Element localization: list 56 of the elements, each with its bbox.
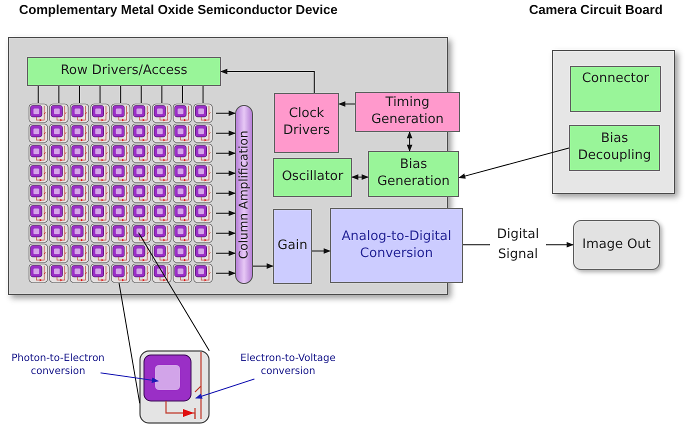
- connector-line: [58, 86, 60, 104]
- process-box: [355, 92, 460, 132]
- process-box: [273, 209, 312, 284]
- zoom-line: [118, 282, 140, 404]
- arrow: [312, 248, 331, 254]
- process-box: [569, 125, 660, 171]
- arrow: [216, 130, 236, 136]
- box-label: Gain: [278, 238, 308, 255]
- arrow: [458, 148, 570, 179]
- connector-line: [78, 86, 80, 104]
- arrow: [338, 101, 356, 107]
- arrow: [216, 170, 236, 176]
- box-label: Bias Generation: [376, 157, 451, 191]
- connector-line: [120, 86, 122, 104]
- connector-line: [100, 86, 101, 104]
- box-label: Row Drivers/Access: [60, 63, 188, 80]
- process-box: [27, 57, 221, 86]
- arrow: [216, 250, 236, 256]
- box-label: Oscillator: [282, 169, 344, 186]
- process-box: [273, 158, 352, 197]
- box-label: Clock Drivers: [282, 106, 331, 140]
- arrow: [216, 230, 236, 236]
- panel-heading: Complementary Metal Oxide Semiconductor Device: [19, 2, 338, 17]
- pixel-detail-drawing: [139, 350, 210, 424]
- connector-line: [140, 86, 142, 104]
- arrow: [216, 270, 236, 276]
- box-label: Column Amplification: [236, 130, 252, 259]
- arrow: [406, 131, 412, 152]
- arrow: [220, 68, 315, 94]
- connector-line: [202, 86, 204, 104]
- process-box: [570, 66, 661, 112]
- process-box: [274, 93, 339, 153]
- box-label: Connector: [582, 71, 650, 88]
- connector-line: [182, 86, 183, 104]
- leader-line: [100, 372, 159, 383]
- leader-line: [195, 378, 255, 399]
- arrow: [252, 263, 274, 269]
- connector-line: [161, 86, 162, 104]
- box-label: Analog-to-Digital Conversion: [340, 228, 452, 262]
- output-box: [573, 220, 660, 270]
- box-label: Image Out: [582, 236, 651, 254]
- process-box: [368, 151, 459, 197]
- arrow: [216, 150, 236, 156]
- connector-line: [38, 86, 39, 104]
- box-label: Electron-to-Voltage conversion: [239, 352, 337, 378]
- zoom-line: [138, 232, 210, 352]
- arrow: [216, 210, 236, 216]
- arrow: [351, 174, 369, 180]
- box-label: Timing Generation: [370, 95, 445, 129]
- arrow: [216, 110, 236, 116]
- amplifier-bar: [235, 105, 253, 284]
- panel-heading: Camera Circuit Board: [529, 2, 663, 17]
- arrow: [216, 190, 236, 196]
- box-label: Bias Decoupling: [576, 131, 652, 165]
- process-box: [330, 208, 463, 283]
- box-label: Photon-to-Electron conversion: [10, 352, 106, 378]
